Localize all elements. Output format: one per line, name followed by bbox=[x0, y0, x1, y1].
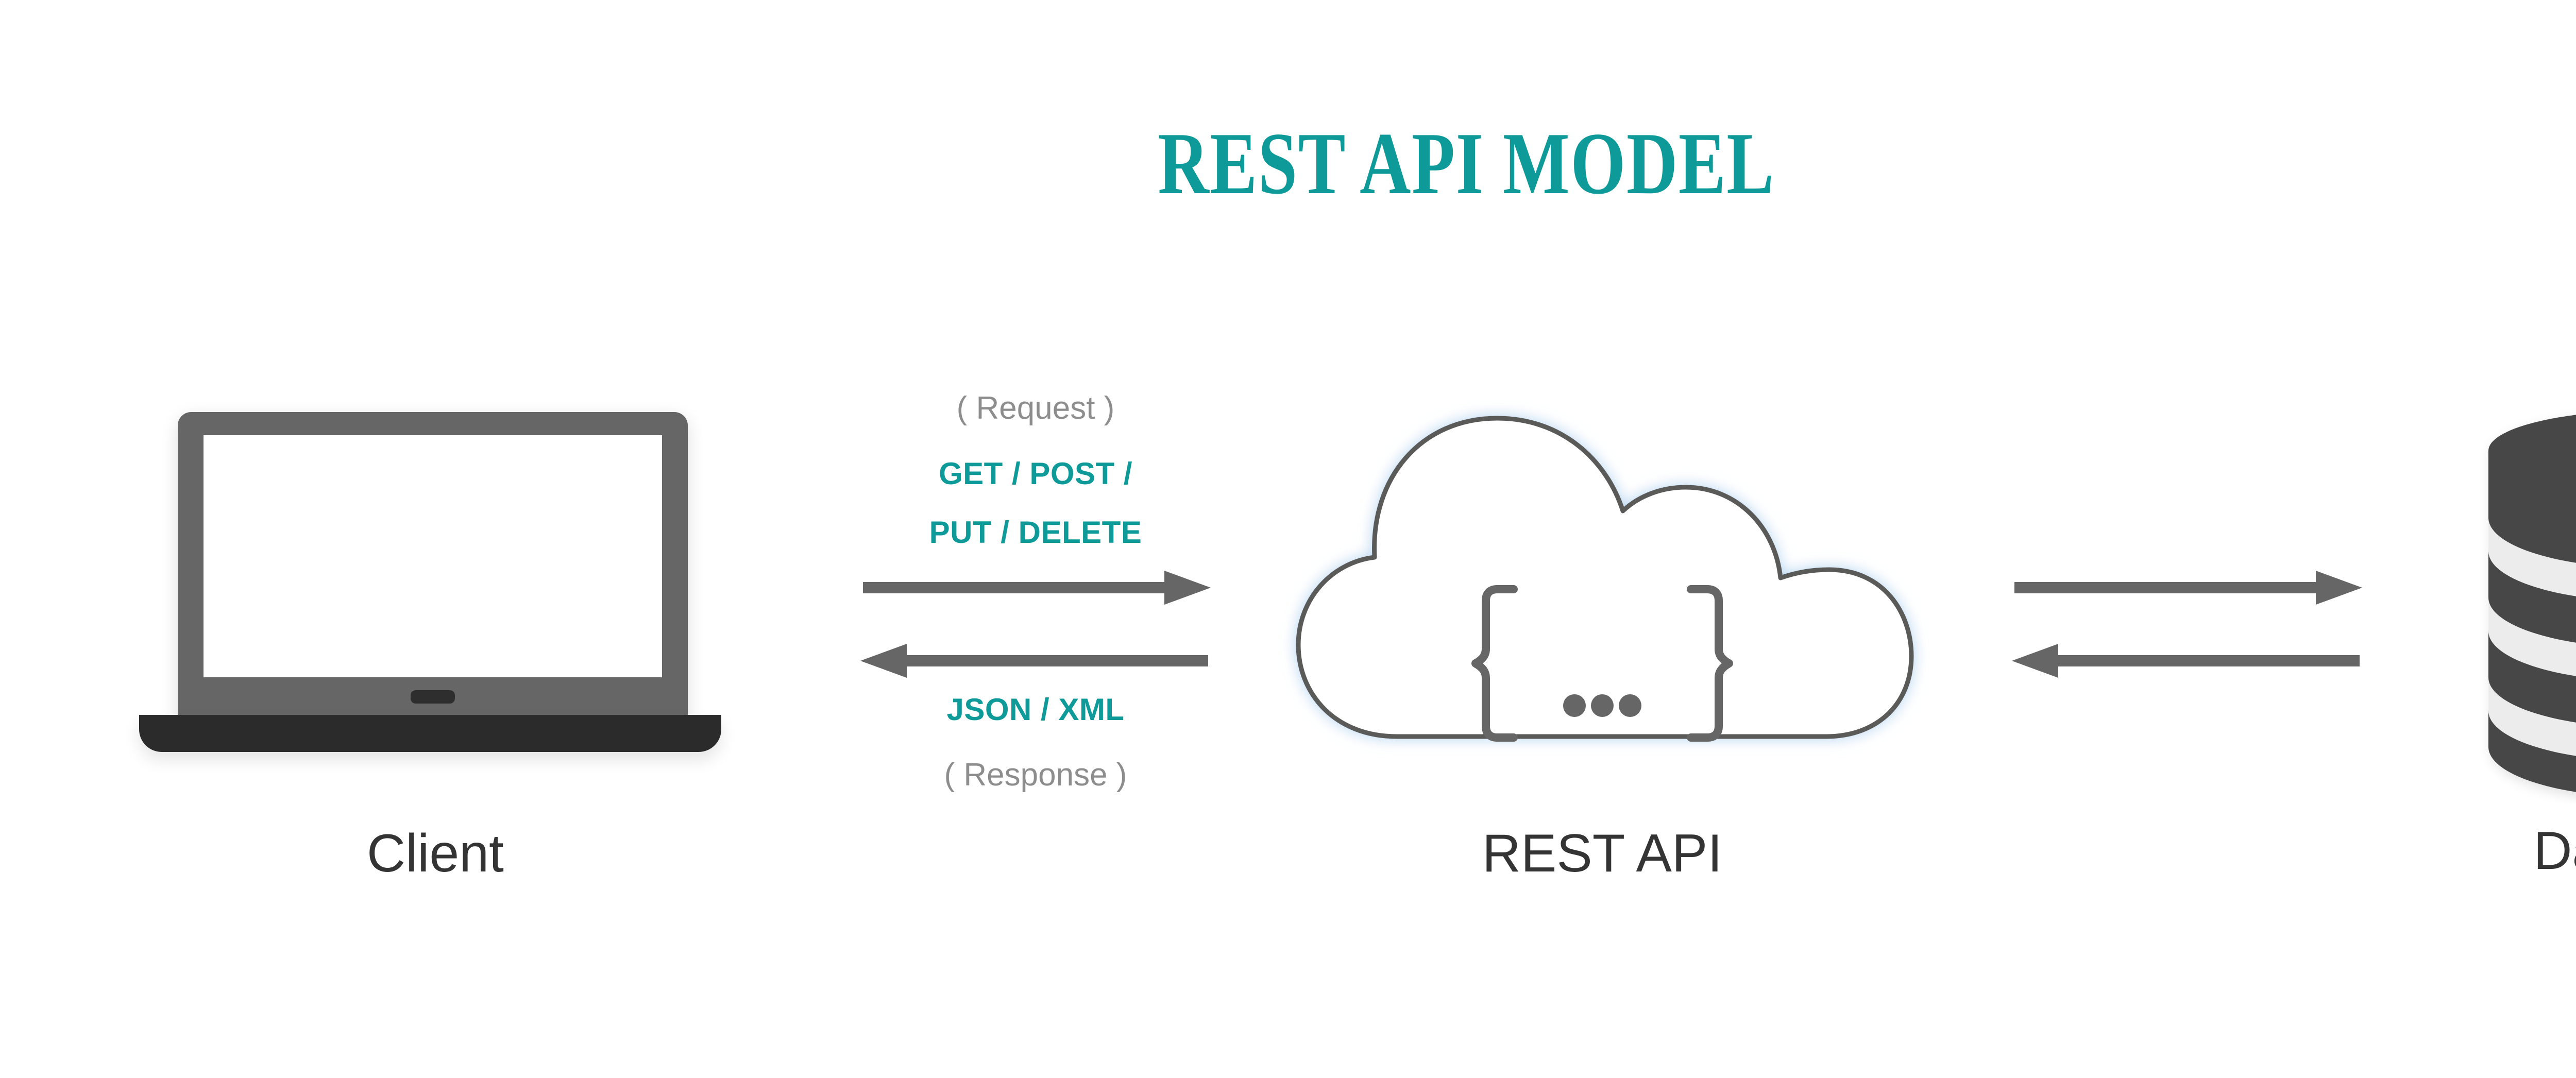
cloud-shape bbox=[1296, 416, 1914, 739]
annotation-methods-line2: PUT / DELETE bbox=[929, 515, 1142, 550]
node-label-database: Database bbox=[2533, 821, 2576, 881]
cloud-braces-icon bbox=[1267, 381, 1937, 793]
ellipsis-dots bbox=[1563, 694, 1641, 717]
arrow-api-to-client bbox=[860, 644, 1208, 678]
left-brace-glyph bbox=[1471, 585, 1518, 742]
annotation-request: ( Request ) bbox=[956, 390, 1115, 426]
node-label-rest-api: REST API bbox=[1482, 824, 1723, 883]
annotation-methods-line1: GET / POST / bbox=[938, 456, 1133, 491]
annotation-response-payload: JSON / XML bbox=[946, 692, 1125, 727]
laptop-hinge-notch bbox=[411, 690, 455, 704]
arrow-group-api-database bbox=[2004, 561, 2385, 690]
arrow-client-to-api bbox=[863, 571, 1211, 605]
right-brace-glyph bbox=[1687, 585, 1733, 742]
database-top bbox=[2488, 415, 2576, 487]
database-cylinder-icon bbox=[2468, 391, 2576, 803]
laptop-screen bbox=[204, 435, 662, 677]
database-stripes bbox=[2488, 518, 2576, 756]
annotation-response: ( Response ) bbox=[944, 757, 1127, 793]
arrow-group-client-api bbox=[845, 561, 1226, 690]
node-label-client: Client bbox=[367, 824, 504, 883]
arrow-database-to-api bbox=[2012, 644, 2360, 678]
page-title: REST API MODEL bbox=[1158, 115, 1775, 213]
arrow-api-to-database bbox=[2014, 571, 2362, 605]
laptop-base bbox=[139, 715, 721, 752]
laptop-icon bbox=[139, 412, 721, 762]
laptop-body bbox=[178, 412, 688, 721]
